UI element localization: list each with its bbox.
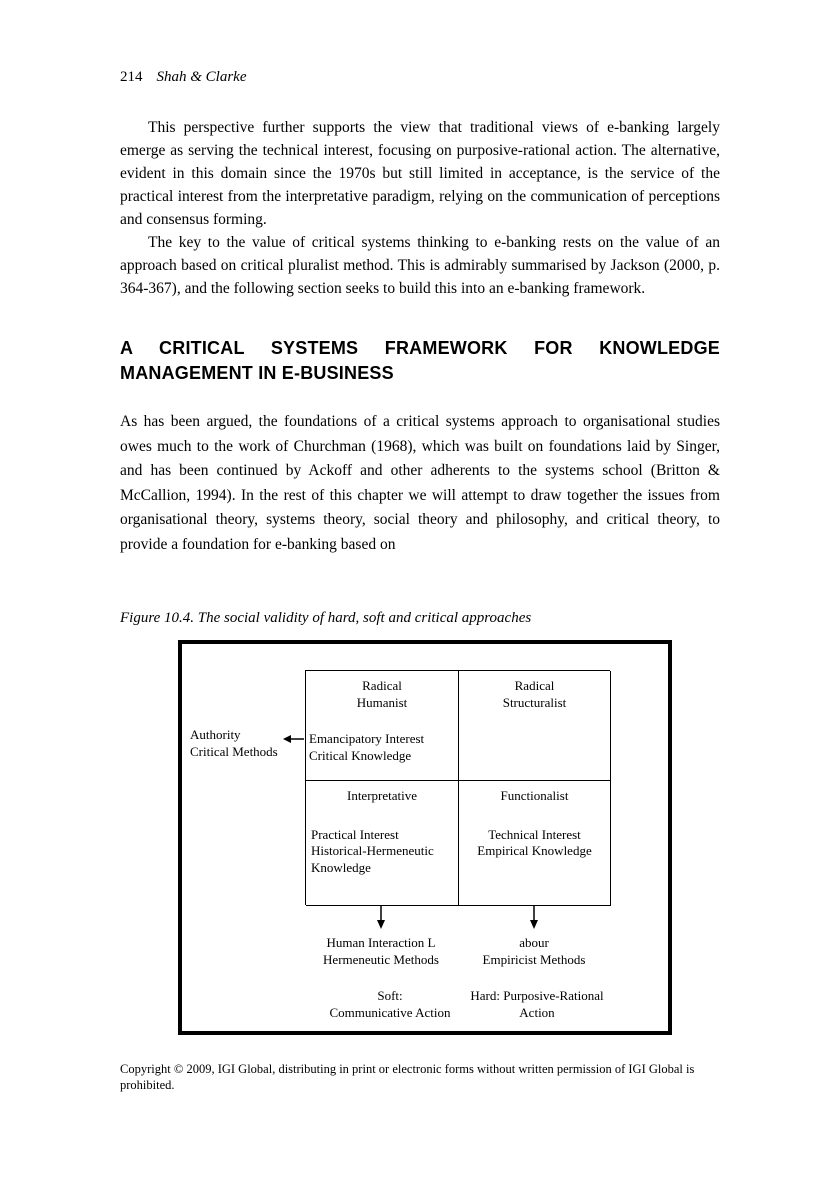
paragraph-3: As has been argued, the foundations of a… [120,413,720,553]
quadrant-radical-humanist: Radical Humanist Emancipatory Interest C… [306,671,459,781]
figure-caption: Figure 10.4. The social validity of hard… [120,610,532,626]
side-label-authority-critical-methods: Authority Critical Methods [190,727,278,759]
copyright-notice: Copyright © 2009, IGI Global, distributi… [120,1062,695,1092]
methods-label-left: Human Interaction L Hermeneutic Methods [323,935,439,967]
hard-action-label: Hard: Purposive-Rational Action [470,988,604,1020]
page-header: 214 Shah & Clarke [120,68,720,86]
quadrant-title: Interpretative [346,788,417,803]
paradigm-grid: Radical Humanist Emancipatory Interest C… [305,670,611,906]
section-heading: A CRITICAL SYSTEMS FRAMEWORK FOR KNOWLED… [120,338,720,383]
quadrant-title: Radical Humanist [356,678,408,710]
quadrant-radical-structuralist: Radical Structuralist [459,671,611,781]
quadrant-body: Practical Interest Historical-Hermeneuti… [311,826,434,875]
quadrant-body: Emancipatory Interest Critical Knowledge [309,731,425,763]
left-arrow-icon [282,733,304,745]
soft-action-label: Soft: Communicative Action [329,988,451,1020]
paragraph-1: This perspective further supports the vi… [120,119,720,228]
quadrant-interpretative: Interpretative Practical Interest Histor… [306,781,459,906]
quadrant-title: Radical Structuralist [502,678,567,710]
running-title: Shah & Clarke [156,69,247,85]
down-arrow-icon [375,906,387,930]
page-number: 214 [120,69,143,85]
methods-label-right: abour Empiricist Methods [482,935,586,967]
figure-10-4: Authority Critical Methods Radical Human… [178,640,672,1035]
quadrant-functionalist: Functionalist Technical Interest Empiric… [459,781,611,906]
quadrant-body: Technical Interest Empirical Knowledge [477,826,592,859]
down-arrow-icon [528,906,540,930]
quadrant-title: Functionalist [500,788,569,803]
paragraph-2: The key to the value of critical systems… [120,234,720,297]
